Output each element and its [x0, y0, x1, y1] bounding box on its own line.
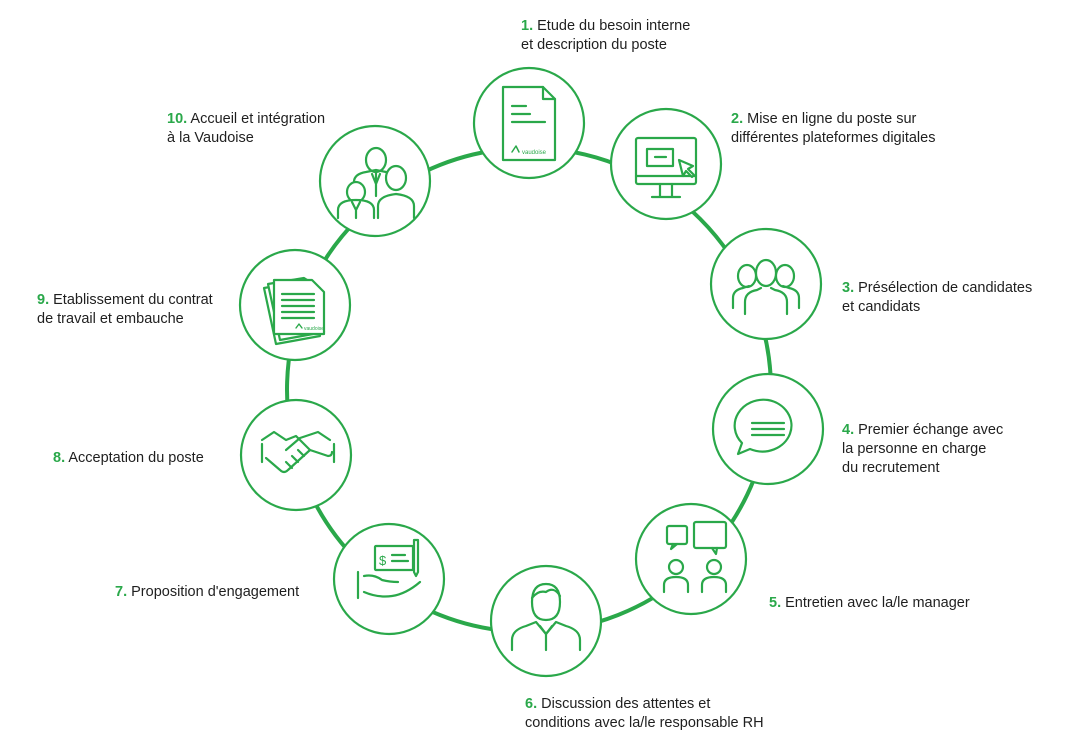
step-8-label: 8. Acceptation du poste [53, 450, 204, 466]
vaudoise-logo: vaudoise [522, 150, 547, 156]
contract-documents-icon: vaudoise [262, 276, 326, 346]
handshake-icon [260, 430, 336, 474]
step-2-label: 2. Mise en ligne du poste sur différente… [731, 111, 936, 146]
step-9-label: 9. Etablissement du contrat de travail e… [37, 292, 213, 327]
step-10-label: 10. Accueil et intégration à la Vaudoise [167, 111, 326, 146]
manager-person-icon [510, 582, 582, 652]
step-7-circle [332, 522, 446, 636]
step-2-circle [609, 107, 723, 221]
people-group-icon [731, 258, 801, 316]
step-1-label: 1. Etude du besoin interne et descriptio… [521, 18, 691, 53]
step-8-circle [239, 398, 353, 512]
step-5-label: 5. Entretien avec la/le manager [769, 595, 970, 611]
interview-chat-icon [662, 520, 728, 594]
team-welcome-icon [336, 146, 416, 220]
step-circles [238, 66, 825, 678]
step-5-circle [634, 502, 748, 616]
step-3-label: 3. Présélection de candidates et candida… [842, 280, 1033, 315]
svg-text:$: $ [379, 553, 387, 568]
computer-monitor-icon [634, 136, 698, 199]
step-4-label: 4. Premier échange avec la personne en c… [842, 422, 1004, 476]
speech-bubble-icon [733, 398, 793, 456]
document-icon: vaudoise [501, 85, 557, 162]
step-6-label: 6. Discussion des attentes et conditions… [525, 696, 764, 731]
step-7-label: 7. Proposition d'engagement [115, 584, 300, 600]
vaudoise-logo: vaudoise [304, 326, 324, 332]
cheque-hand-icon: $ [356, 538, 422, 600]
